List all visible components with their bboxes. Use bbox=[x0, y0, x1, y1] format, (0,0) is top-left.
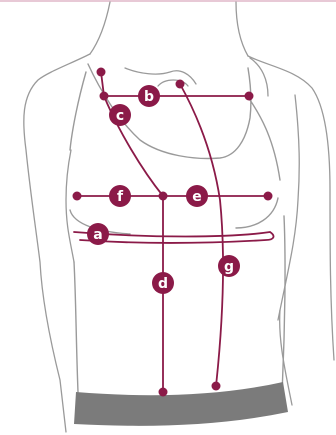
dot bbox=[100, 92, 109, 101]
badge-d: d bbox=[152, 272, 174, 294]
dot bbox=[97, 68, 106, 77]
label-d: d bbox=[158, 276, 168, 292]
line-g bbox=[180, 84, 223, 386]
label-c: c bbox=[116, 108, 124, 124]
dot bbox=[159, 192, 168, 201]
badge-f: f bbox=[109, 185, 131, 207]
label-e: e bbox=[192, 189, 202, 205]
dot bbox=[176, 80, 185, 89]
dot bbox=[245, 92, 254, 101]
label-b: b bbox=[144, 89, 154, 105]
badge-g: g bbox=[218, 255, 240, 277]
label-g: g bbox=[224, 259, 234, 275]
body-outline bbox=[24, 2, 334, 432]
dot bbox=[264, 192, 273, 201]
waistband bbox=[74, 382, 288, 426]
badge-c: c bbox=[109, 104, 131, 126]
dot bbox=[212, 382, 221, 391]
dot bbox=[73, 192, 82, 201]
badge-a: a bbox=[87, 223, 109, 245]
label-f: f bbox=[117, 189, 124, 205]
badge-e: e bbox=[186, 185, 208, 207]
dot bbox=[159, 388, 168, 397]
badge-b: b bbox=[138, 85, 160, 107]
label-a: a bbox=[93, 227, 102, 243]
